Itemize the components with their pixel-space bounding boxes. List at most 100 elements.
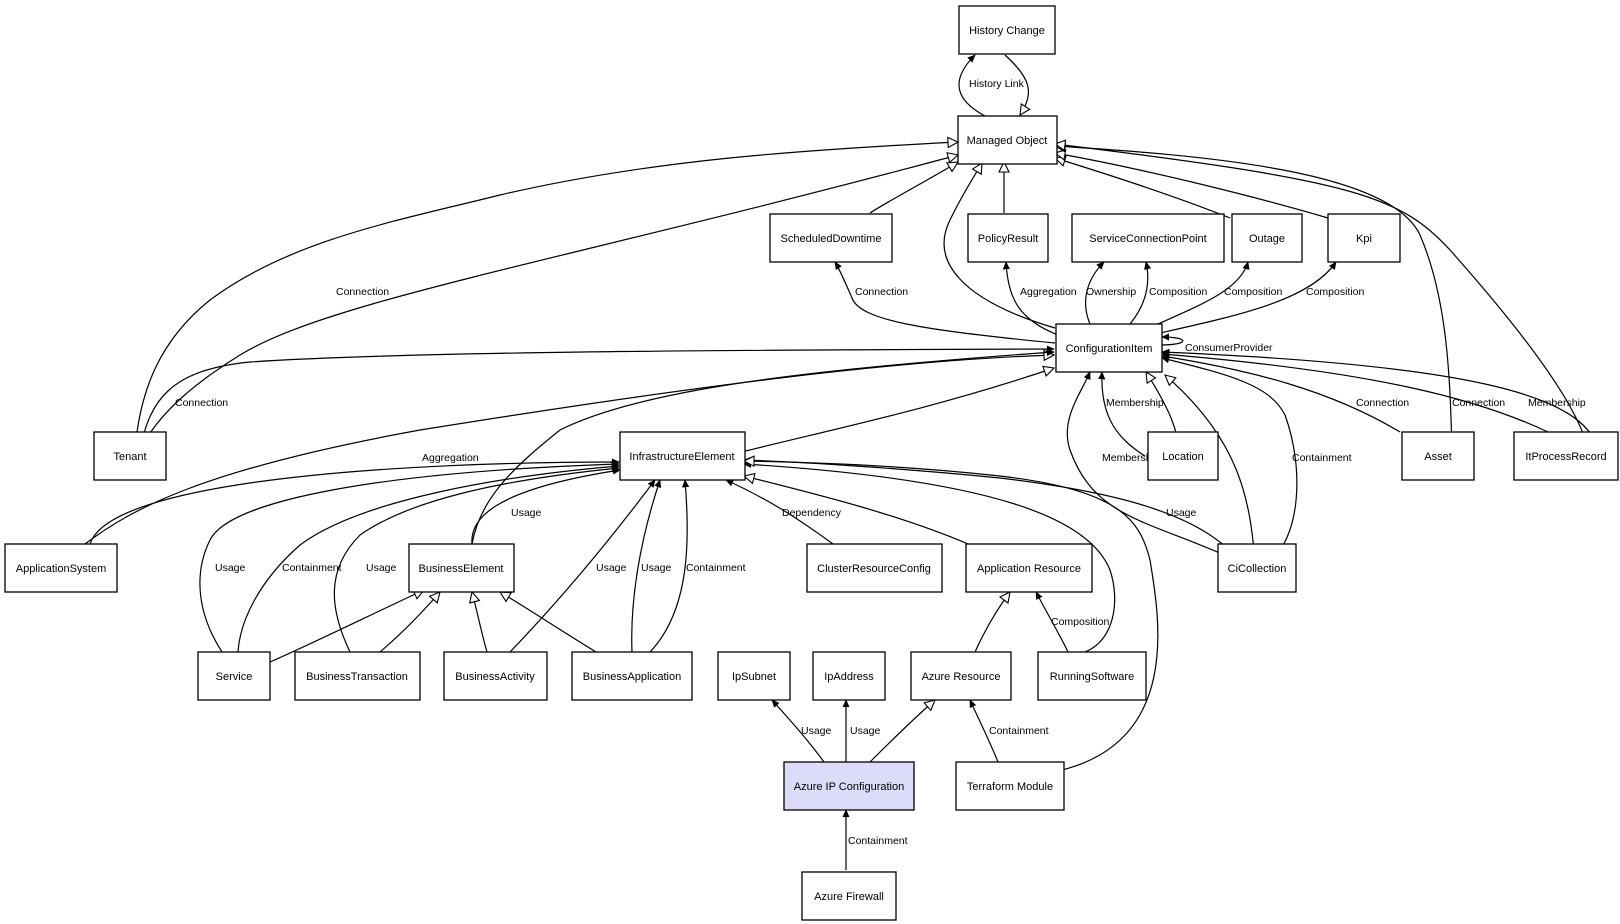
edge-label-consumer-provider: ConsumerProvider [1185, 342, 1273, 354]
node-azure-resource[interactable]: Azure Resource [910, 651, 1012, 701]
edge-ie-inherits-ci [741, 368, 1054, 453]
node-it-process-record[interactable]: ItProcessRecord [1513, 431, 1619, 481]
svg-text:BusinessTransaction: BusinessTransaction [306, 671, 408, 683]
node-azure-firewall[interactable]: Azure Firewall [801, 871, 897, 921]
node-ip-subnet[interactable]: IpSubnet [717, 651, 791, 701]
svg-text:RunningSoftware: RunningSoftware [1050, 671, 1134, 683]
edge-bapp-usage-ie: Usage [631, 480, 672, 653]
svg-text:Outage: Outage [1249, 233, 1285, 245]
edge-label-composition-ci-kpi: Composition [1306, 286, 1365, 298]
edge-label-containment-bapp: Containment [686, 562, 746, 574]
svg-text:CiCollection: CiCollection [1228, 563, 1287, 575]
edge-aipc-usage-ipsubnet: Usage [772, 700, 832, 763]
edge-label-ownership-ci-scp: Ownership [1086, 286, 1136, 298]
node-azure-ip-configuration[interactable]: Azure IP Configuration [783, 761, 915, 811]
edge-tf-inherits-ie [744, 461, 1159, 771]
edge-label-connection-tenant-mo: Connection [336, 286, 389, 298]
svg-text:Terraform Module: Terraform Module [967, 781, 1053, 793]
svg-text:Azure Resource: Azure Resource [922, 671, 1001, 683]
edge-ci-inherits-mo [943, 163, 1056, 329]
node-ci-collection[interactable]: CiCollection [1217, 543, 1297, 593]
edge-label-history-link: History Link [969, 78, 1025, 90]
svg-text:ScheduledDowntime: ScheduledDowntime [781, 233, 882, 245]
edge-label-connection-itpr: Connection [1452, 397, 1505, 409]
svg-text:History Change: History Change [969, 25, 1045, 37]
edge-label-connection-asset: Connection [1356, 397, 1409, 409]
svg-text:BusinessApplication: BusinessApplication [583, 671, 681, 683]
node-asset[interactable]: Asset [1401, 431, 1475, 481]
node-outage[interactable]: Outage [1231, 213, 1303, 263]
svg-text:ItProcessRecord: ItProcessRecord [1525, 451, 1606, 463]
svg-text:ClusterResourceConfig: ClusterResourceConfig [817, 563, 931, 575]
svg-text:PolicyResult: PolicyResult [978, 233, 1039, 245]
node-business-element[interactable]: BusinessElement [408, 543, 515, 593]
node-tenant[interactable]: Tenant [93, 431, 167, 481]
edge-label-containment-cicol: Containment [1292, 452, 1352, 464]
node-scheduled-downtime[interactable]: ScheduledDowntime [769, 213, 893, 263]
edge-label-aggregation-as: Aggregation [422, 452, 479, 464]
node-policy-result[interactable]: PolicyResult [967, 213, 1049, 263]
svg-text:Managed Object: Managed Object [967, 135, 1048, 147]
edge-ci-composition-outage: Composition [1157, 262, 1283, 325]
node-service-connection-point[interactable]: ServiceConnectionPoint [1071, 213, 1225, 263]
edge-label-usage-bapp: Usage [641, 562, 672, 574]
edge-service-containment-ie: Containment [237, 466, 619, 653]
edge-label-composition-ci-scp: Composition [1149, 286, 1208, 298]
svg-text:ServiceConnectionPoint: ServiceConnectionPoint [1089, 233, 1206, 245]
node-ip-address[interactable]: IpAddress [812, 651, 886, 701]
node-kpi[interactable]: Kpi [1327, 213, 1401, 263]
node-running-software[interactable]: RunningSoftware [1037, 651, 1147, 701]
edge-label-usage-bt: Usage [366, 562, 397, 574]
edge-cicol-containment-ci: Containment [1162, 358, 1352, 563]
edge-label-composition-ci-outage: Composition [1224, 286, 1283, 298]
edge-tenant-connection-ci: Connection [139, 349, 1054, 451]
edge-itpr-connection-ci: Connection [1162, 354, 1549, 433]
edge-as-aggregation-ie: Aggregation [89, 452, 619, 545]
edge-ci-ownership-scp: Ownership [1085, 262, 1136, 325]
edge-label-usage-be: Usage [511, 507, 542, 519]
svg-text:Kpi: Kpi [1356, 233, 1372, 245]
edge-itpr-inherits-mo [1055, 144, 1589, 451]
node-terraform-module[interactable]: Terraform Module [955, 761, 1065, 811]
node-location[interactable]: Location [1147, 431, 1219, 481]
svg-text:Application Resource: Application Resource [977, 563, 1081, 575]
edge-history-link: History Link [958, 55, 1028, 117]
node-configuration-item[interactable]: ConfigurationItem [1055, 323, 1163, 373]
edge-kpi-inherits-mo [1055, 153, 1329, 219]
node-business-activity[interactable]: BusinessActivity [443, 651, 548, 701]
edge-label-aggregation-ci-pr: Aggregation [1020, 286, 1077, 298]
edge-bact-usage-ie: Usage [509, 480, 656, 653]
node-application-resource[interactable]: Application Resource [965, 543, 1093, 593]
svg-text:Location: Location [1162, 451, 1204, 463]
edge-sd-inherits-mo [869, 162, 958, 214]
edge-ci-composition-scp: Composition [1129, 262, 1208, 325]
edge-bt-usage-ie: Usage [333, 468, 619, 653]
edge-location-membership-ci: Membership [1102, 372, 1164, 457]
edge-be-usage-ie: Usage [471, 470, 620, 545]
edge-ci-connection-sd: Connection [834, 262, 1056, 344]
edge-ci-composition-kpi: Composition [1159, 262, 1365, 334]
edge-tenant-connection-mo: Connection [139, 155, 958, 451]
edge-azr-inherits-ar [974, 592, 1010, 653]
node-service[interactable]: Service [197, 651, 271, 701]
node-application-system[interactable]: ApplicationSystem [4, 543, 118, 593]
edge-label-dependency-crc: Dependency [782, 507, 842, 519]
node-business-transaction[interactable]: BusinessTransaction [294, 651, 421, 701]
edge-bt-inherits-be [379, 592, 440, 653]
edge-bact-inherits-be [472, 592, 488, 653]
node-cluster-resource-config[interactable]: ClusterResourceConfig [806, 543, 943, 593]
edge-label-connection-ci-sd: Connection [855, 286, 908, 298]
edge-rs-usage-ie [744, 464, 1116, 653]
edge-service-usage-ie: Usage [199, 464, 619, 653]
edge-label-usage-ipsubnet: Usage [801, 725, 832, 737]
edge-service-inherits-be [269, 590, 424, 663]
edge-label-usage-service: Usage [215, 562, 246, 574]
node-history-change[interactable]: History Change [958, 5, 1056, 55]
svg-text:BusinessActivity: BusinessActivity [455, 671, 535, 683]
edge-as-inherits-ci [84, 355, 1054, 545]
node-infrastructure-element[interactable]: InfrastructureElement [619, 431, 746, 481]
edge-rs-composition-ar: Composition [1035, 592, 1110, 653]
node-business-application[interactable]: BusinessApplication [571, 651, 693, 701]
node-managed-object[interactable]: Managed Object [957, 115, 1058, 165]
